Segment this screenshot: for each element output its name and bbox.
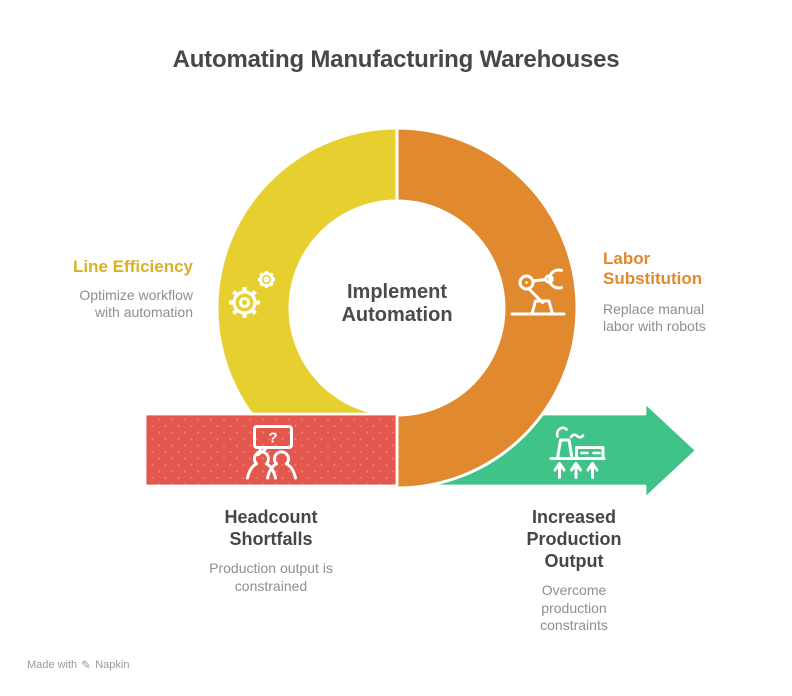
section-headcount-shortfalls: Headcount Shortfalls Production output i…	[190, 506, 352, 595]
factory-output-icon	[549, 426, 606, 479]
napkin-watermark[interactable]: Made with ✎ Napkin	[27, 658, 129, 672]
watermark-prefix: Made with	[27, 659, 78, 671]
line-efficiency-description: Optimize workflow with automation	[79, 287, 193, 320]
pen-icon: ✎	[81, 658, 92, 672]
center-label-line1: Implement	[346, 281, 448, 303]
page-title: Automating Manufacturing Warehouses	[172, 46, 620, 73]
section-labor-substitution: Labor Substitution Replace manual labor …	[603, 249, 729, 335]
headcount-shortfalls-heading: Headcount Shortfalls	[224, 507, 318, 549]
headcount-shortfalls-description: Production output is constrained	[209, 560, 333, 594]
section-line-efficiency: Line Efficiency Optimize workflow with a…	[61, 257, 193, 321]
increased-production-description: Overcome production constraints	[540, 582, 608, 633]
labor-substitution-description: Replace manual labor with robots	[603, 301, 706, 334]
ring-segment-labor-substitution	[395, 126, 579, 490]
gears-icon	[229, 271, 275, 318]
labor-substitution-heading: Labor Substitution	[603, 249, 703, 288]
question-mark-glyph: ?	[268, 430, 277, 447]
line-efficiency-heading: Line Efficiency	[73, 257, 193, 276]
section-increased-production: Increased Production Output Overcome pro…	[494, 506, 654, 635]
center-label: Implement Automation	[297, 281, 497, 327]
center-label-line2: Automation	[341, 304, 453, 326]
robot-arm-icon	[510, 268, 566, 316]
increased-production-heading: Increased Production Output	[526, 507, 622, 571]
people-question-icon: ?	[246, 425, 297, 480]
watermark-brand: Napkin	[95, 659, 130, 671]
